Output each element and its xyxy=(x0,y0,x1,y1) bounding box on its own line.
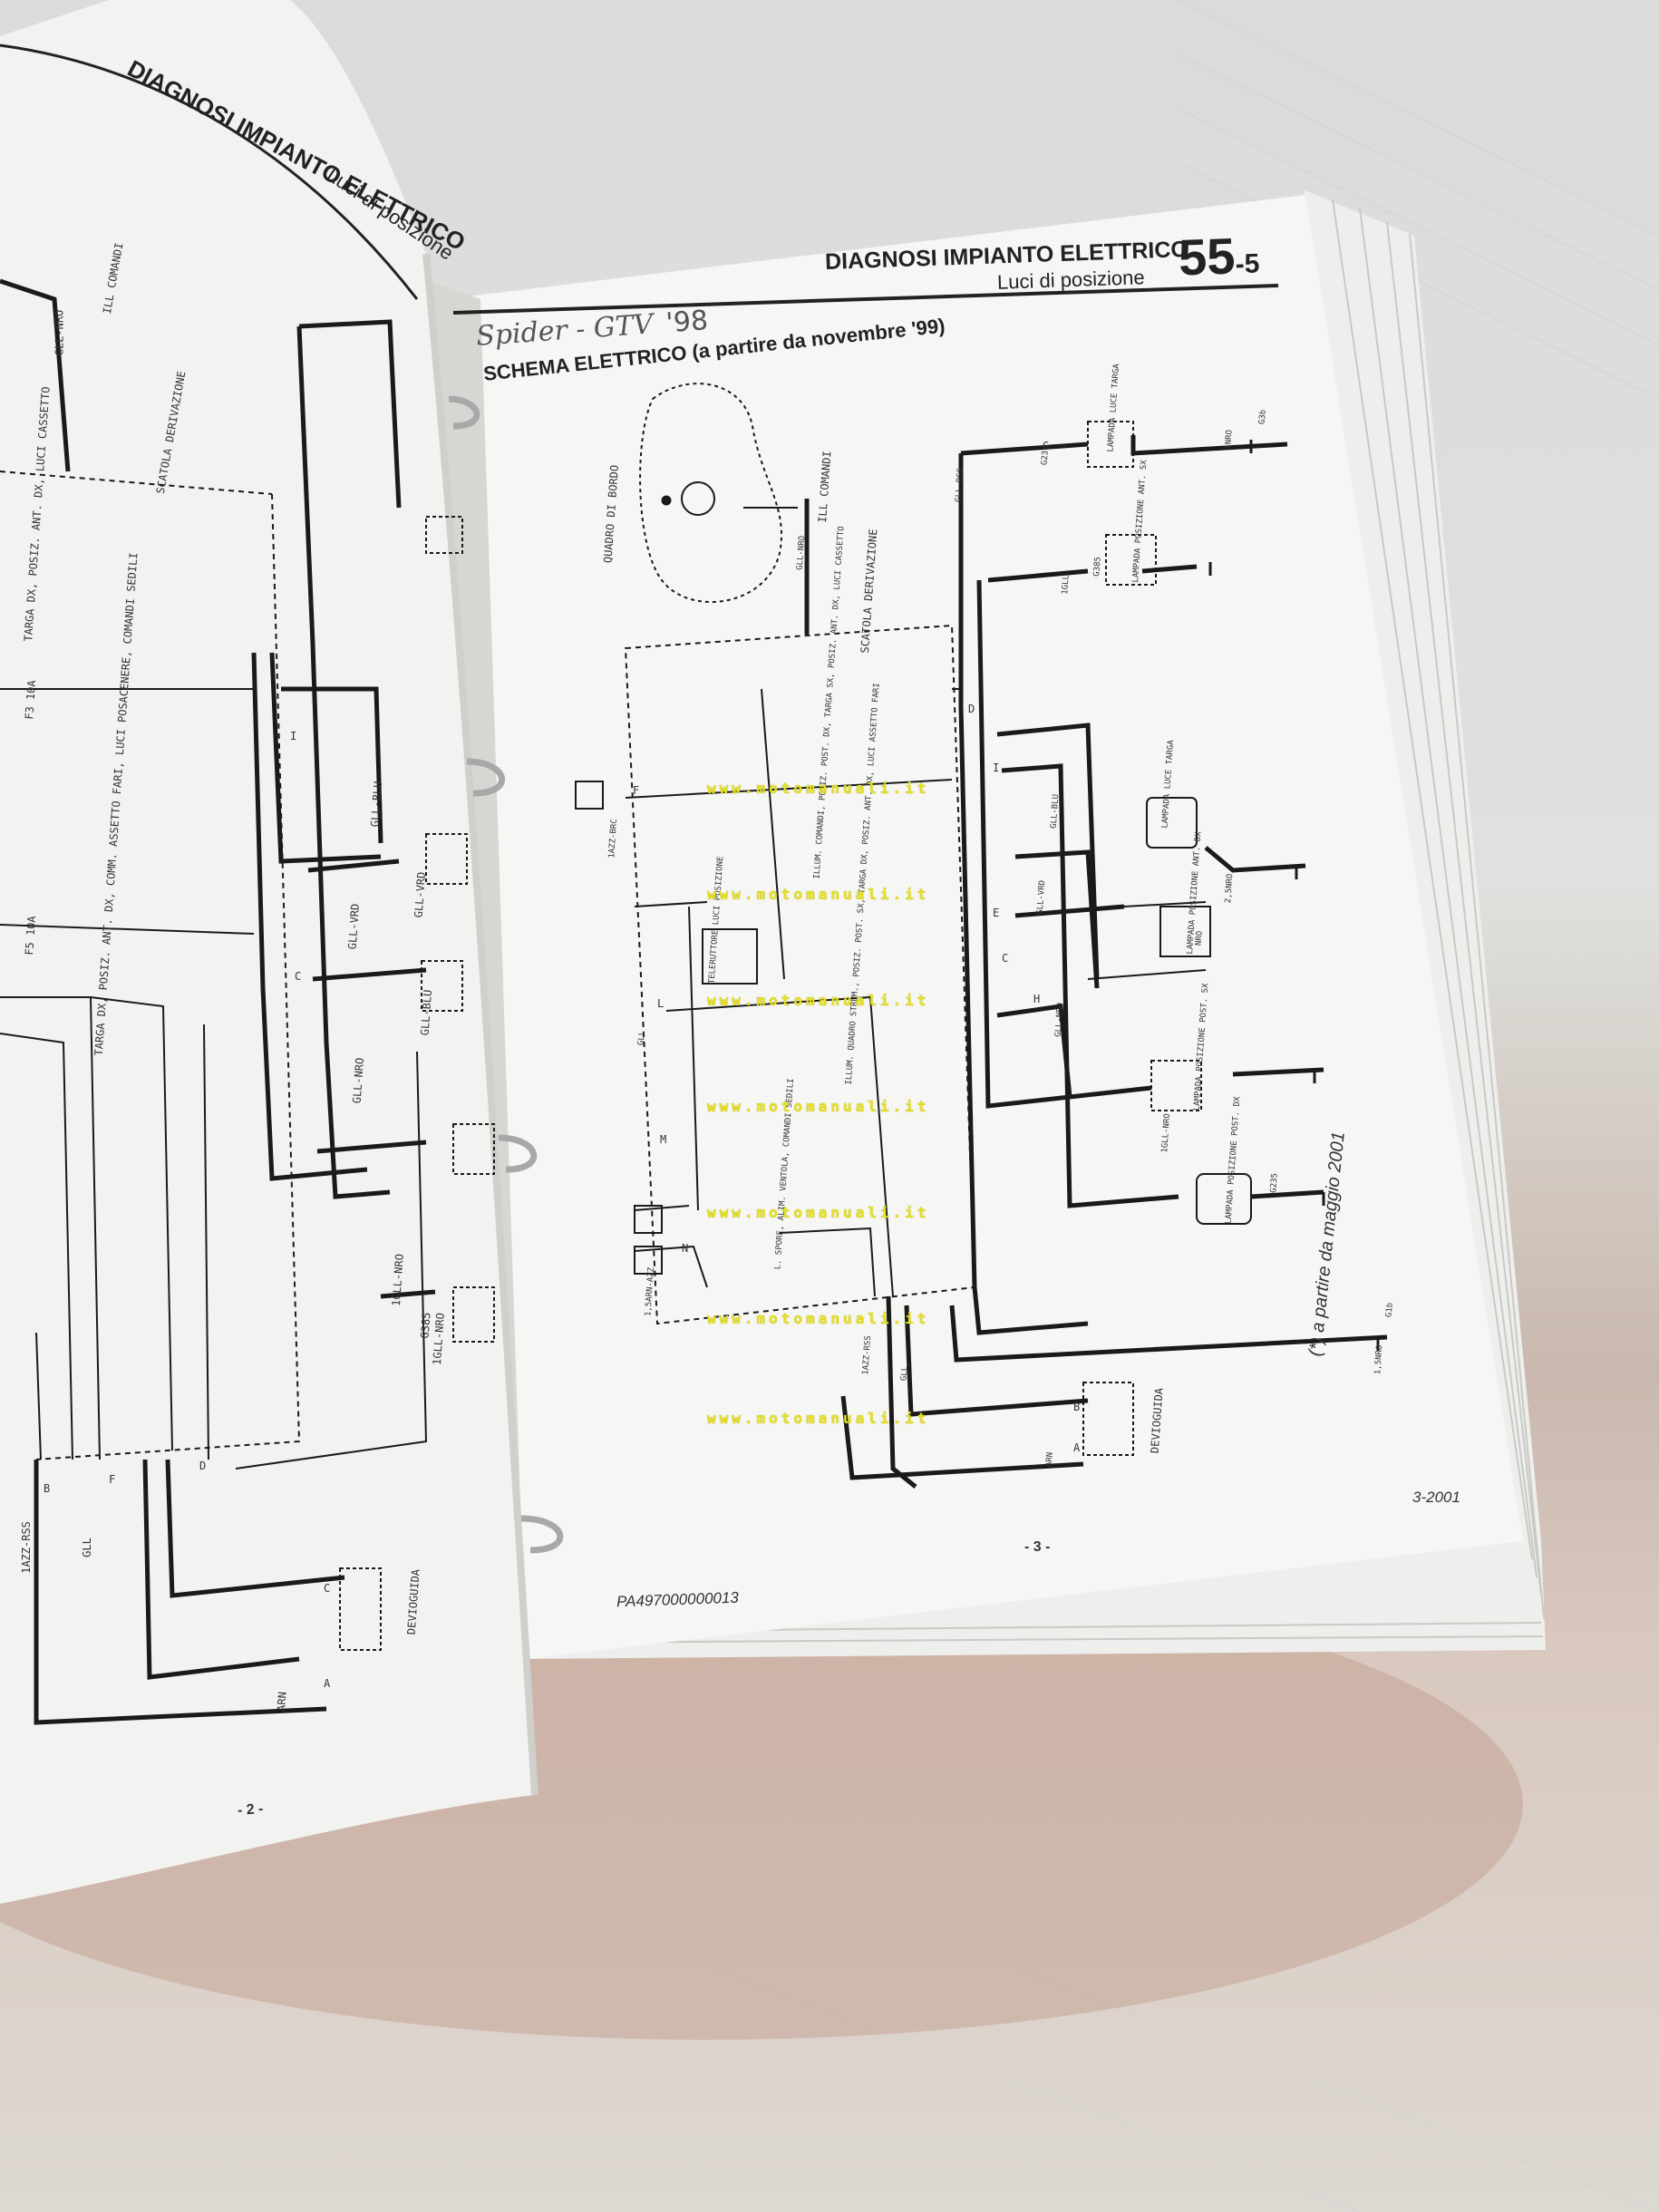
left-page-number: - 2 - xyxy=(237,1801,264,1819)
right-wire-label: ARN xyxy=(1044,1451,1055,1468)
watermark: www.motomanuali.it xyxy=(707,992,930,1009)
right-connector-label: I xyxy=(993,762,1000,774)
left-connector-label: D xyxy=(199,1460,207,1472)
right-wire-label: 1GLL xyxy=(1061,574,1072,596)
right-connector-label: N xyxy=(682,1242,689,1255)
left-wire-label: G385 xyxy=(418,1312,433,1339)
right-page-number: - 3 - xyxy=(1024,1539,1051,1555)
right-wire-label: G385 xyxy=(1092,556,1103,577)
right-connector-label: C xyxy=(1002,952,1009,965)
right-wire-label: 1NRO xyxy=(1224,429,1235,451)
left-connector-label: C xyxy=(295,970,302,983)
right-connector-label: G xyxy=(1043,440,1050,452)
date-code: 3-2001 xyxy=(1412,1489,1460,1506)
left-connector-label: I xyxy=(290,730,297,742)
watermark: www.motomanuali.it xyxy=(707,780,930,797)
right-connector-label: L xyxy=(657,997,665,1010)
left-connector-label: F xyxy=(109,1473,116,1486)
watermark: www.motomanuali.it xyxy=(707,886,930,903)
left-wire-label: GLL xyxy=(80,1538,93,1557)
right-connector-label: B xyxy=(1073,1401,1081,1413)
left-connector-label: A xyxy=(324,1677,331,1690)
section-number: 55-5 xyxy=(1178,225,1260,286)
model-year: '98 xyxy=(665,305,710,340)
right-wire-label: G235 xyxy=(1269,1172,1280,1194)
right-wire-label: G3b xyxy=(1257,409,1268,425)
watermark: www.motomanuali.it xyxy=(707,1410,930,1427)
section-number-suffix: -5 xyxy=(1235,248,1260,280)
right-connector-label: M xyxy=(660,1133,667,1146)
right-connector-label: D xyxy=(968,703,975,715)
right-wire-label: GLL xyxy=(899,1365,910,1382)
right-connector-label: H xyxy=(1033,993,1041,1005)
left-wire-label: 1AZZ-RSS xyxy=(19,1521,33,1574)
right-connector-label: F xyxy=(633,784,640,797)
right-wire-label: G23 xyxy=(1040,450,1051,466)
section-number-main: 55 xyxy=(1177,227,1237,286)
left-wire-label: GLL-NRO xyxy=(53,309,66,356)
right-connector-label: E xyxy=(993,907,1000,919)
watermark: www.motomanuali.it xyxy=(707,1204,930,1221)
right-wire-label: GLL xyxy=(636,1030,647,1046)
right-wire-label: NRO xyxy=(1194,930,1205,946)
watermark: www.motomanuali.it xyxy=(707,1310,930,1327)
right-wire-label: G1b xyxy=(1384,1302,1395,1318)
watermark: www.motomanuali.it xyxy=(707,1098,930,1115)
left-wire-label: ARN xyxy=(275,1691,289,1712)
left-connector-label: B xyxy=(44,1482,51,1495)
right-connector-label: A xyxy=(1073,1441,1081,1454)
left-connector-label: C xyxy=(324,1582,331,1595)
